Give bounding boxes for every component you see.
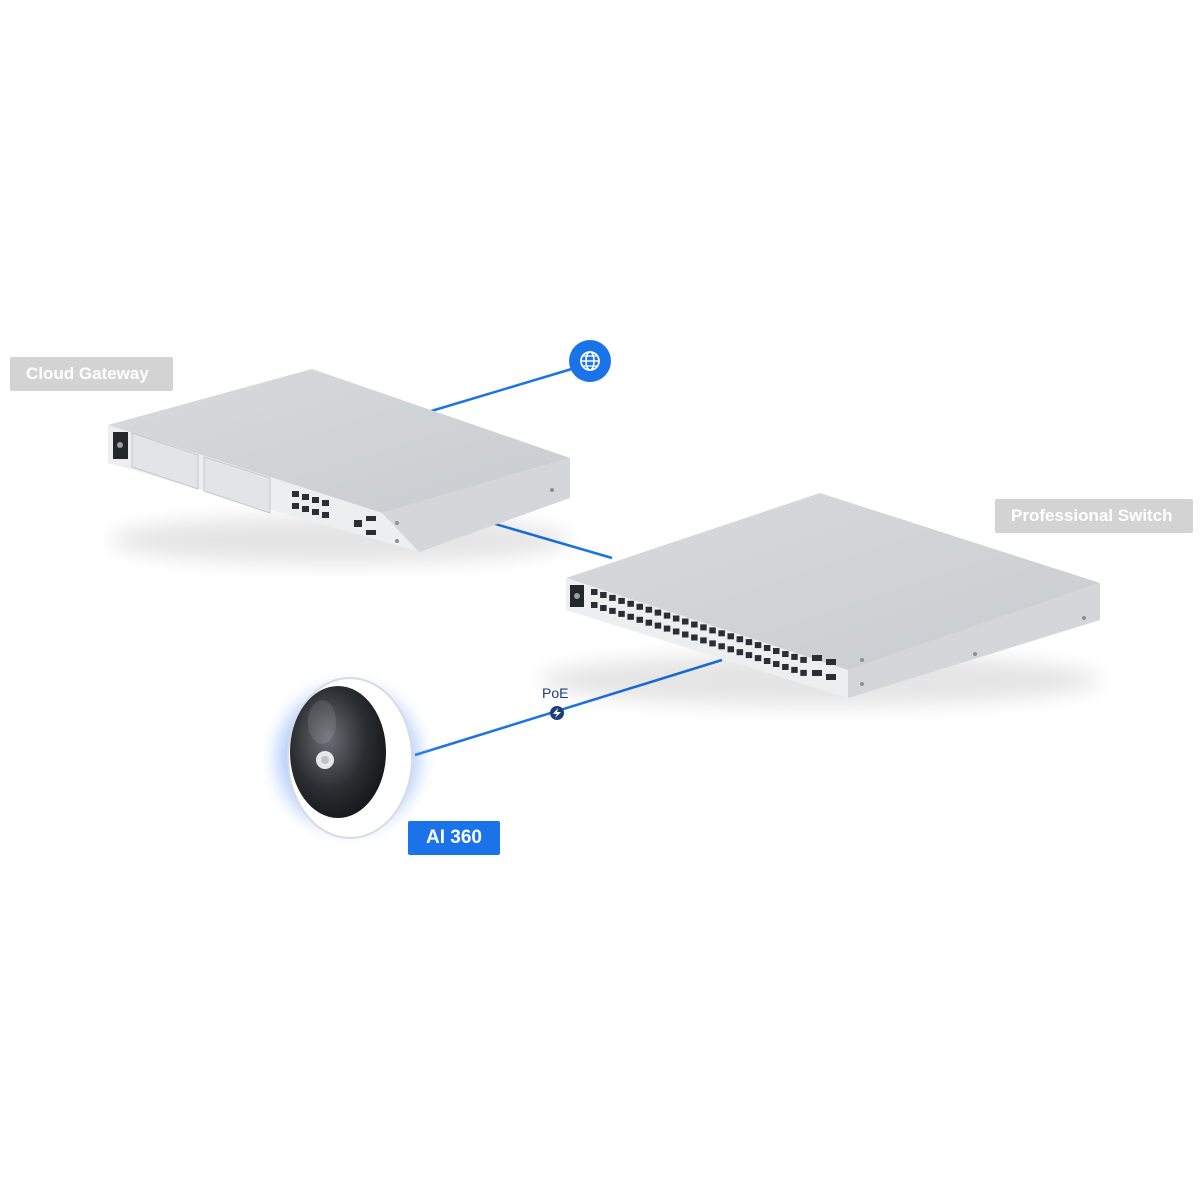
switch-port — [800, 656, 807, 663]
switch-port — [800, 669, 807, 676]
switch-port — [782, 651, 789, 657]
switch-port — [682, 618, 689, 625]
switch-port — [763, 658, 771, 664]
switch-port — [600, 605, 607, 611]
switch-port — [627, 600, 634, 607]
poe-label: PoE — [542, 685, 569, 701]
cloud-gateway-device — [108, 369, 570, 564]
switch-port — [654, 609, 662, 616]
switch-port — [718, 630, 725, 637]
ai-360-label: AI 360 — [408, 821, 500, 855]
switch-port — [709, 640, 716, 647]
professional-switch-label: Professional Switch — [995, 499, 1193, 533]
switch-port — [591, 589, 598, 595]
switch-port — [636, 616, 643, 623]
switch-port — [663, 612, 671, 619]
cloud-gateway-label: Cloud Gateway — [10, 357, 173, 391]
switch-port — [618, 597, 625, 604]
switch-port — [736, 649, 744, 656]
switch-port — [782, 664, 789, 670]
switch-port — [745, 652, 753, 659]
switch-port — [609, 594, 616, 601]
internet-link — [427, 366, 576, 414]
lightning-icon — [550, 706, 564, 720]
switch-port — [727, 633, 734, 640]
switch-port — [709, 627, 716, 634]
switch-port — [591, 602, 598, 608]
switch-port — [691, 634, 698, 641]
switch-port — [645, 606, 653, 613]
switch-port — [754, 655, 762, 662]
switch-port — [763, 645, 771, 651]
switch-port — [645, 619, 653, 626]
globe-icon — [569, 340, 611, 382]
switch-port — [663, 625, 671, 632]
switch-port — [718, 643, 725, 650]
switch-port — [727, 646, 734, 653]
switch-port — [691, 621, 698, 628]
ai-360-camera — [258, 668, 438, 848]
switch-port — [773, 661, 780, 667]
switch-port — [609, 607, 616, 614]
switch-port — [672, 628, 680, 635]
switch-port — [618, 610, 625, 617]
switch-port — [627, 613, 634, 620]
switch-port-array — [591, 589, 807, 676]
switch-port — [636, 603, 643, 610]
switch-port — [791, 666, 798, 673]
switch-port — [600, 592, 607, 598]
switch-port — [791, 653, 798, 660]
switch-port — [654, 622, 662, 629]
switch-port — [773, 648, 780, 654]
switch-port — [700, 637, 707, 644]
switch-port — [700, 624, 707, 631]
switch-port — [754, 642, 762, 649]
switch-port — [672, 615, 680, 622]
switch-port — [745, 639, 753, 646]
switch-port — [736, 636, 744, 643]
professional-switch-device — [540, 493, 1100, 706]
switch-port — [682, 631, 689, 638]
